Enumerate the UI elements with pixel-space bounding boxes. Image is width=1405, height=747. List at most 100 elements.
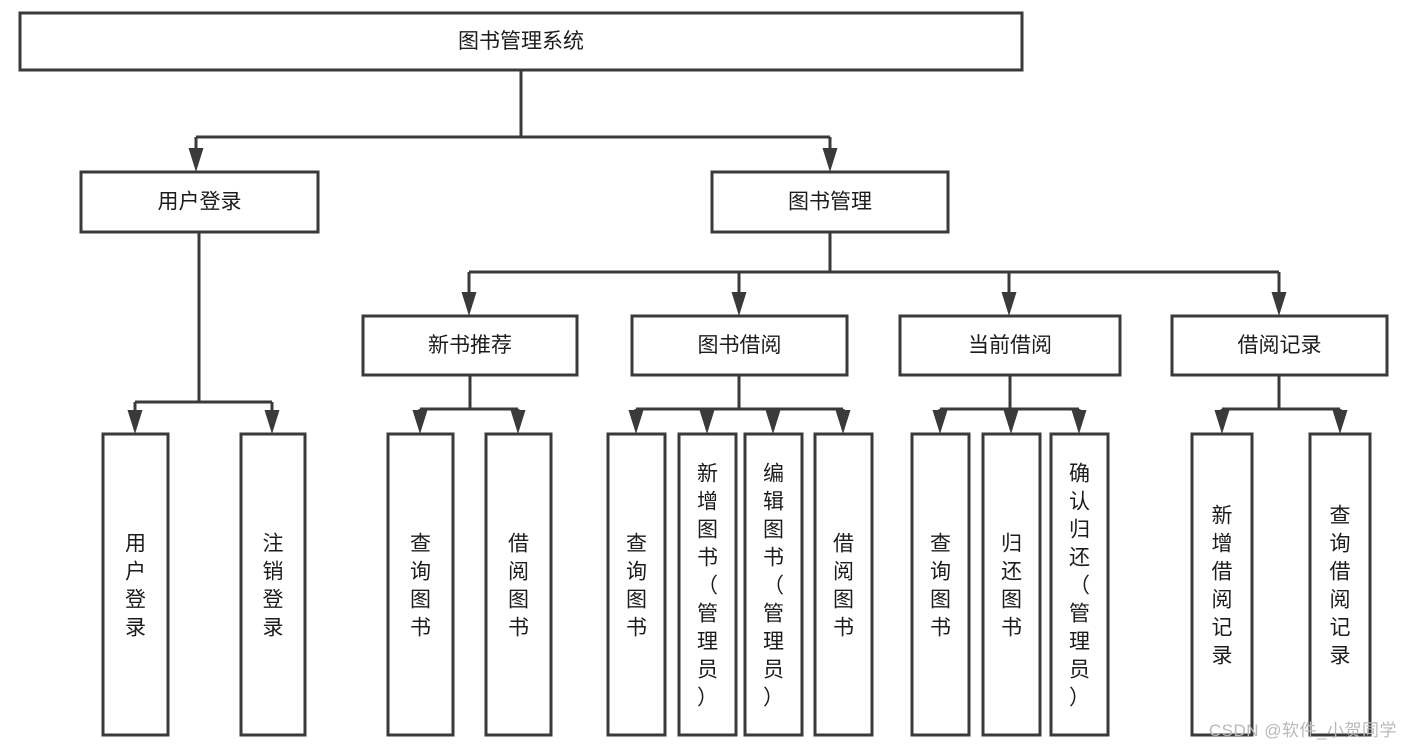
node-leaf-query-book-recommend[interactable]: 查询图书: [386, 432, 455, 737]
node-label-user-login: 用户登录: [158, 191, 242, 214]
node-label-leaf-logout: 注销登录: [263, 532, 284, 639]
node-box-leaf-confirm-return[interactable]: [1049, 432, 1110, 737]
arrow-to-leaf-edit-book: [765, 409, 781, 434]
node-leaf-logout[interactable]: 注销登录: [239, 432, 307, 737]
node-label-leaf-return-book: 归还图书: [1001, 532, 1022, 639]
arrow-head: [765, 410, 781, 434]
node-label-leaf-confirm-return: 确认归还（管理员）: [1069, 462, 1090, 709]
arrow-head: [699, 410, 715, 434]
node-label-leaf-add-borrow-record: 新增借阅记录: [1212, 504, 1233, 667]
node-box-leaf-return-book[interactable]: [981, 432, 1042, 737]
node-box-leaf-borrow-book-recommend[interactable]: [484, 432, 553, 737]
node-leaf-query-book-current[interactable]: 查询图书: [910, 432, 971, 737]
node-label-root: 图书管理系统: [458, 30, 584, 53]
connectors-layer: [135, 70, 1340, 411]
node-user-login[interactable]: 用户登录: [79, 170, 320, 234]
node-new-book-recommend[interactable]: 新书推荐: [361, 314, 579, 377]
arrow-to-leaf-add-book: [699, 409, 715, 434]
arrow-head: [1071, 410, 1087, 434]
node-leaf-borrow-book-recommend[interactable]: 借阅图书: [484, 432, 553, 737]
node-leaf-borrow-book[interactable]: 借阅图书: [813, 432, 874, 737]
node-label-leaf-borrow-book-recommend: 借阅图书: [508, 532, 529, 639]
node-leaf-add-borrow-record[interactable]: 新增借阅记录: [1190, 432, 1254, 737]
arrow-to-leaf-return-book: [1003, 409, 1019, 434]
arrow-to-leaf-confirm-return: [1071, 409, 1087, 434]
node-label-current-borrow: 当前借阅: [968, 334, 1052, 357]
arrow-head: [412, 410, 428, 434]
node-label-borrow-record: 借阅记录: [1238, 334, 1322, 357]
node-label-leaf-query-borrow-record: 查询借阅记录: [1330, 504, 1351, 667]
arrow-head: [731, 292, 747, 316]
node-box-new-book-recommend[interactable]: [361, 314, 579, 377]
arrow-head: [264, 410, 280, 434]
arrow-head: [822, 148, 838, 172]
node-box-leaf-add-borrow-record[interactable]: [1190, 432, 1254, 737]
connector-bus-borrow: [636, 375, 843, 411]
node-box-current-borrow[interactable]: [898, 314, 1122, 377]
node-leaf-user-login[interactable]: 用户登录: [101, 432, 170, 737]
node-box-leaf-query-book-borrow[interactable]: [606, 432, 667, 737]
arrow-head: [461, 292, 477, 316]
node-borrow-record[interactable]: 借阅记录: [1170, 314, 1389, 377]
arrow-to-new-book-recommend: [461, 272, 477, 316]
arrow-to-leaf-logout: [264, 402, 280, 434]
node-box-leaf-edit-book[interactable]: [743, 432, 804, 737]
node-box-leaf-borrow-book[interactable]: [813, 432, 874, 737]
arrow-to-leaf-query-borrow-record: [1332, 409, 1348, 434]
node-box-leaf-user-login[interactable]: [101, 432, 170, 737]
node-leaf-confirm-return[interactable]: 确认归还（管理员）: [1049, 432, 1110, 737]
arrow-to-leaf-query-book-current: [932, 409, 948, 434]
connector-bus-user-login: [135, 232, 272, 404]
node-label-leaf-edit-book: 编辑图书（管理员）: [763, 462, 784, 709]
arrow-to-leaf-borrow-book-recommend: [510, 409, 526, 434]
node-leaf-query-borrow-record[interactable]: 查询借阅记录: [1308, 432, 1372, 737]
node-leaf-add-book[interactable]: 新增图书（管理员）: [677, 432, 738, 737]
node-box-leaf-query-borrow-record[interactable]: [1308, 432, 1372, 737]
node-current-borrow[interactable]: 当前借阅: [898, 314, 1122, 377]
node-box-leaf-query-book-recommend[interactable]: [386, 432, 455, 737]
arrow-to-leaf-query-book-recommend: [412, 409, 428, 434]
node-label-leaf-add-book: 新增图书（管理员）: [697, 462, 718, 709]
node-root[interactable]: 图书管理系统: [18, 11, 1024, 72]
arrow-to-leaf-borrow-book: [835, 409, 851, 434]
node-label-leaf-query-book-recommend: 查询图书: [410, 532, 431, 639]
nodes-layer: 图书管理系统用户登录图书管理新书推荐图书借阅当前借阅借阅记录用户登录注销登录查询…: [18, 11, 1389, 737]
connector-bus-root: [196, 70, 830, 139]
arrow-head: [1332, 410, 1348, 434]
arrow-head: [510, 410, 526, 434]
node-label-book-borrow: 图书借阅: [698, 334, 782, 357]
node-label-book-manage: 图书管理: [788, 191, 872, 214]
node-box-book-borrow[interactable]: [630, 314, 849, 377]
connector-bus-book-manage: [469, 232, 1279, 274]
node-label-leaf-user-login: 用户登录: [125, 532, 146, 639]
node-box-leaf-query-book-current[interactable]: [910, 432, 971, 737]
node-box-root[interactable]: [18, 11, 1024, 72]
arrow-to-leaf-add-borrow-record: [1214, 409, 1230, 434]
node-label-leaf-borrow-book: 借阅图书: [833, 532, 854, 639]
node-label-new-book-recommend: 新书推荐: [428, 334, 512, 357]
arrow-to-leaf-user-login: [127, 402, 143, 434]
arrow-to-book-manage: [822, 137, 838, 172]
node-label-leaf-query-book-borrow: 查询图书: [626, 532, 647, 639]
node-leaf-edit-book[interactable]: 编辑图书（管理员）: [743, 432, 804, 737]
node-book-borrow[interactable]: 图书借阅: [630, 314, 849, 377]
arrow-to-user-login: [188, 137, 204, 172]
arrow-to-leaf-query-book-borrow: [628, 409, 644, 434]
arrow-head: [1214, 410, 1230, 434]
connector-bus-current: [940, 375, 1079, 411]
arrow-to-current-borrow: [1001, 272, 1017, 316]
arrow-head: [1001, 292, 1017, 316]
node-box-user-login[interactable]: [79, 170, 320, 234]
arrow-to-borrow-record: [1271, 272, 1287, 316]
node-box-leaf-add-book[interactable]: [677, 432, 738, 737]
node-box-leaf-logout[interactable]: [239, 432, 307, 737]
node-book-manage[interactable]: 图书管理: [710, 170, 950, 234]
connector-bus-record: [1222, 375, 1340, 411]
node-box-book-manage[interactable]: [710, 170, 950, 234]
node-box-borrow-record[interactable]: [1170, 314, 1389, 377]
node-leaf-return-book[interactable]: 归还图书: [981, 432, 1042, 737]
arrow-head: [1271, 292, 1287, 316]
node-leaf-query-book-borrow[interactable]: 查询图书: [606, 432, 667, 737]
